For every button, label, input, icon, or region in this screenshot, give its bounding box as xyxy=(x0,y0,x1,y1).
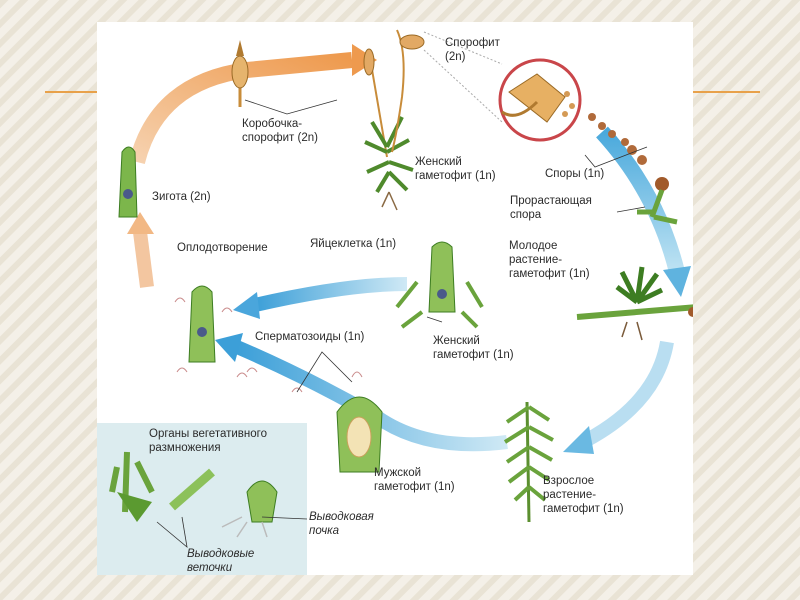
young-plant-gametophyte xyxy=(576,266,693,341)
capsule-sporophyte-left xyxy=(231,40,249,107)
label-fertilization: Оплодотворение xyxy=(177,242,268,254)
label-brood-bud: Выводковая почка xyxy=(309,511,374,537)
label-young-plant: Молодое растение- гаметофит (1n) xyxy=(509,240,590,280)
label-female-gametophyte-top: Женский гаметофит (1n) xyxy=(415,156,496,182)
brood-bud xyxy=(221,480,278,538)
germinating-spore xyxy=(637,177,678,225)
leader-lines xyxy=(156,99,648,548)
magnified-capsule xyxy=(423,31,582,142)
adult-plant-gametophyte xyxy=(503,401,554,523)
label-germinating-spore: Прорастающая спора xyxy=(510,195,592,221)
zygote xyxy=(118,146,138,218)
label-capsule-sporophyte: Коробочка- спорофит (2n) xyxy=(242,118,318,144)
brood-branches xyxy=(109,451,215,522)
label-egg-cell: Яйцеклетка (1n) xyxy=(310,238,397,250)
arrow-young-to-adult xyxy=(583,340,674,447)
fertilization-archegonium xyxy=(174,285,248,378)
label-spores: Споры (1n) xyxy=(545,168,605,180)
label-female-gametophyte-mid: Женский гаметофит (1n) xyxy=(433,335,514,361)
moss-female-gametophyte-top xyxy=(363,48,414,211)
arrow-head-blue-right xyxy=(663,266,691,297)
label-zygote: Зигота (2n) xyxy=(152,191,211,203)
female-gametophyte-mid xyxy=(395,241,484,329)
label-sporophyte: Спорофит (2n) xyxy=(445,37,500,63)
arrow-head-blue-lower xyxy=(563,426,594,454)
diagram-canvas: Спорофит (2n) Коробочка- спорофит (2n) Ж… xyxy=(97,22,693,575)
sporophyte-small xyxy=(391,29,425,153)
arrow-female-to-fertilization xyxy=(253,277,408,312)
life-cycle-diagram xyxy=(109,29,693,548)
arrow-head-blue-low xyxy=(215,333,243,362)
label-male-gametophyte: Мужской гаметофит (1n) xyxy=(374,467,455,493)
label-brood-branches: Выводковые веточки xyxy=(187,548,255,574)
arrow-fertilization-to-zygote xyxy=(133,231,154,288)
arrow-spores-to-young xyxy=(596,126,685,274)
arrow-head-orange-left xyxy=(127,212,154,234)
label-adult-plant: Взрослое растение- гаметофит (1n) xyxy=(543,475,624,515)
label-sperm: Сперматозоиды (1n) xyxy=(255,331,365,343)
arrow-head-blue-mid xyxy=(233,292,260,319)
male-gametophyte xyxy=(246,367,383,473)
spores xyxy=(588,113,647,165)
label-vegetative-organs: Органы вегетативного размножения xyxy=(149,428,267,454)
